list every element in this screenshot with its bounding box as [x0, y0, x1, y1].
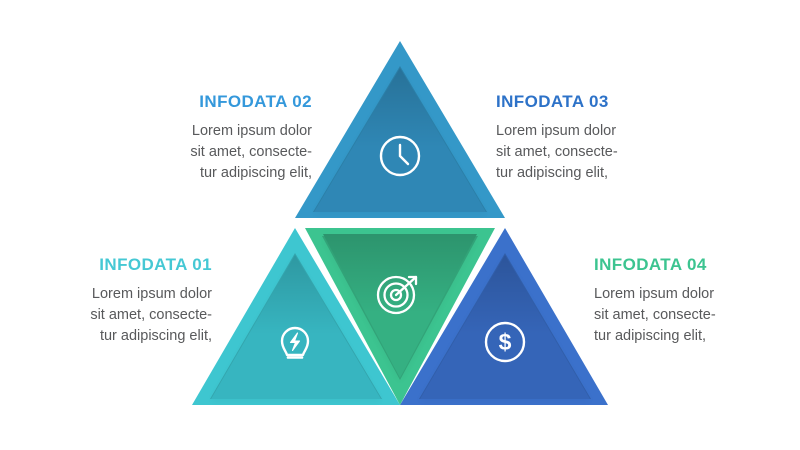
info-block-01: INFODATA 01 Lorem ipsum dolor sit amet, … — [0, 255, 212, 346]
info-title-01: INFODATA 01 — [99, 255, 212, 274]
segment-bottom-right[interactable]: $ — [400, 228, 608, 405]
info-body-02: Lorem ipsum dolor sit amet, consecte- tu… — [190, 123, 312, 181]
info-block-02: INFODATA 02 Lorem ipsum dolor sit amet, … — [100, 92, 312, 183]
segment-bottom-left[interactable] — [192, 228, 400, 405]
target-arrow-icon — [376, 275, 418, 315]
info-body-04: Lorem ipsum dolor sit amet, consecte- tu… — [594, 286, 716, 344]
info-block-03: INFODATA 03 Lorem ipsum dolor sit amet, … — [496, 92, 708, 183]
info-title-04: INFODATA 04 — [594, 255, 707, 274]
segment-top[interactable] — [295, 41, 505, 218]
info-block-04: INFODATA 04 Lorem ipsum dolor sit amet, … — [594, 255, 800, 346]
lightbulb-bolt-icon — [280, 326, 310, 359]
info-body-01: Lorem ipsum dolor sit amet, consecte- tu… — [90, 286, 212, 344]
segment-top-inner-gloss — [314, 68, 486, 212]
clock-icon — [379, 135, 421, 177]
segment-center[interactable] — [305, 228, 495, 405]
segment-br-inner-gloss — [420, 255, 590, 399]
svg-text:$: $ — [499, 329, 512, 355]
info-title-02: INFODATA 02 — [199, 92, 312, 111]
info-body-03: Lorem ipsum dolor sit amet, consecte- tu… — [496, 123, 618, 181]
info-title-03: INFODATA 03 — [496, 92, 609, 111]
dollar-circle-icon: $ — [484, 321, 526, 363]
